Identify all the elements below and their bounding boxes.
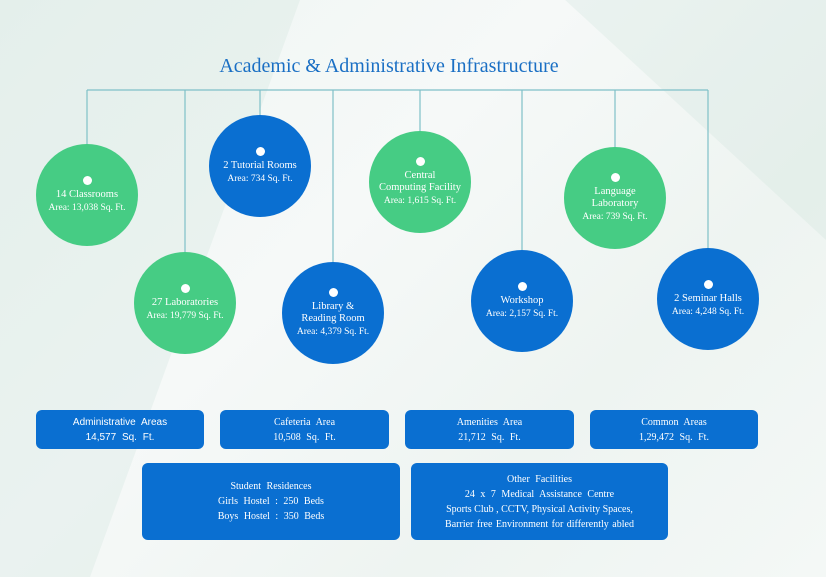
other-title: Other Facilities <box>507 473 572 485</box>
dot-icon <box>180 284 190 293</box>
facility-area: Area: 2,157 Sq. Ft. <box>485 308 559 319</box>
dot-icon <box>328 287 338 297</box>
facility-name: Language <box>594 185 636 197</box>
facility-area: Area: 13,038 Sq. Ft. <box>48 202 126 213</box>
facility-name: Computing Facility <box>379 182 461 194</box>
facility-area: Area: 739 Sq. Ft. <box>582 211 648 222</box>
facility-area: Area: 4,379 Sq. Ft. <box>296 326 370 337</box>
facility-name: 14 Classrooms <box>55 189 119 200</box>
dot-icon <box>255 147 265 156</box>
area-label: Cafeteria Area <box>273 416 336 428</box>
dot-icon <box>517 282 527 291</box>
facility-tutorial-rooms: 2 Tutorial Rooms Area: 734 Sq. Ft. <box>209 115 311 217</box>
area-value: 14,577 Sq. Ft. <box>85 431 155 443</box>
area-box-amenities: Amenities Area 21,712 Sq. Ft. <box>405 410 574 449</box>
other-line: Barrier free Environment for differently… <box>445 518 634 530</box>
facility-seminar-halls: 2 Seminar Halls Area: 4,248 Sq. Ft. <box>657 248 759 350</box>
residences-title: Student Residences <box>230 481 312 492</box>
dot-icon <box>82 176 92 185</box>
facility-area: Area: 1,615 Sq. Ft. <box>383 195 457 206</box>
facility-name: Laboratory <box>591 198 639 210</box>
facility-area: Area: 734 Sq. Ft. <box>227 173 293 184</box>
facility-name: 2 Seminar Halls <box>674 293 742 304</box>
area-label: Administrative Areas <box>72 416 168 428</box>
facility-area: Area: 4,248 Sq. Ft. <box>671 306 745 317</box>
dot-icon <box>415 156 425 166</box>
dot-icon <box>703 280 713 289</box>
facility-name: Reading Room <box>301 313 365 325</box>
other-facilities-box: Other Facilities 24 x 7 Medical Assistan… <box>411 463 668 540</box>
facility-workshop: Workshop Area: 2,157 Sq. Ft. <box>471 250 573 352</box>
dot-icon <box>610 172 620 182</box>
area-box-administrative: Administrative Areas 14,577 Sq. Ft. <box>36 410 204 449</box>
facility-name: Workshop <box>500 295 544 306</box>
page-title: Academic & Administrative Infrastructure <box>219 55 559 77</box>
facility-laboratories: 27 Laboratories Area: 19,779 Sq. Ft. <box>134 252 236 354</box>
facility-name: 2 Tutorial Rooms <box>223 160 297 171</box>
area-value: 1,29,472 Sq. Ft. <box>639 431 709 443</box>
other-line: 24 x 7 Medical Assistance Centre <box>464 488 615 500</box>
area-label: Common Areas <box>641 416 707 428</box>
facility-area: Area: 19,779 Sq. Ft. <box>146 310 224 321</box>
area-box-common: Common Areas 1,29,472 Sq. Ft. <box>590 410 758 449</box>
facility-language-lab: Language Laboratory Area: 739 Sq. Ft. <box>564 147 666 249</box>
facility-computing: Central Computing Facility Area: 1,615 S… <box>369 131 471 233</box>
girls-hostel: Girls Hostel : 250 Beds <box>218 496 324 507</box>
other-line: Sports Club , CCTV, Physical Activity Sp… <box>446 503 633 515</box>
area-value: 10,508 Sq. Ft. <box>273 431 336 443</box>
area-value: 21,712 Sq. Ft. <box>458 431 521 443</box>
area-label: Amenities Area <box>456 416 523 428</box>
facility-name: Library & <box>311 300 355 312</box>
boys-hostel: Boys Hostel : 350 Beds <box>217 511 325 522</box>
facility-name: Central <box>404 169 436 181</box>
area-box-cafeteria: Cafeteria Area 10,508 Sq. Ft. <box>220 410 389 449</box>
student-residences-box: Student Residences Girls Hostel : 250 Be… <box>142 463 400 540</box>
facility-classrooms: 14 Classrooms Area: 13,038 Sq. Ft. <box>36 144 138 246</box>
facility-library: Library & Reading Room Area: 4,379 Sq. F… <box>282 262 384 364</box>
facility-name: 27 Laboratories <box>151 297 219 308</box>
